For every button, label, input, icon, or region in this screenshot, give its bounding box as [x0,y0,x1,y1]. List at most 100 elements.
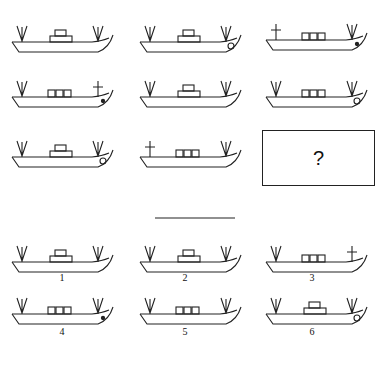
ship-cabin [192,150,199,157]
option-number: 5 [183,326,188,337]
ship-mast [17,298,27,314]
ship-cabin [302,255,309,262]
question-mark: ? [313,147,324,170]
ship-bridge [183,250,194,256]
ship-mast [271,246,281,262]
ship-cabin [318,255,325,262]
ship-mast [145,141,155,157]
ship-mast [271,81,281,97]
ship-figure [266,298,367,324]
ship-bridge [55,145,66,151]
ship-cabin [184,307,191,314]
ship-cabin [48,307,55,314]
ship-deck [266,258,363,262]
ship-cabin [50,256,72,262]
ship-figure [140,26,241,52]
ship-deck [140,38,237,42]
ship-mast [145,298,155,314]
ship-figure [140,246,241,272]
ship-bridge [55,30,66,36]
ship-bridge [55,250,66,256]
bow-dot [101,99,104,102]
ship-figure [12,298,113,324]
ship-figure [12,141,113,167]
ship-mast [221,81,231,97]
ship-cabin [310,90,317,97]
ship-cabin [64,307,71,314]
ship-cabin [178,256,200,262]
ship-bridge [183,85,194,91]
ship-mast [347,298,357,314]
ship-figure [266,81,367,107]
ship-figure [140,81,241,107]
ship-cabin [56,307,63,314]
ship-cabin [318,90,325,97]
ship-mast [17,81,27,97]
ship-cabin [176,307,183,314]
ship-figure [140,141,241,167]
ship-cabin [192,307,199,314]
ship-bridge [309,302,320,308]
option-number: 6 [310,326,315,337]
bow-circle [354,315,360,321]
ship-cabin [302,90,309,97]
ship-deck [140,93,237,97]
ship-deck [12,258,109,262]
answer-box: ? [262,130,375,186]
ship-cabin [48,90,55,97]
ship-mast [145,246,155,262]
ship-cabin [178,91,200,97]
ship-mast [145,81,155,97]
ship-deck [266,36,363,40]
ship-mast [145,26,155,42]
ship-mast [221,246,231,262]
ship-deck [12,310,109,314]
ship-deck [140,258,237,262]
bow-dot [101,316,104,319]
ship-cabin [56,90,63,97]
option-number: 1 [60,272,65,283]
bow-circle [228,43,234,49]
ship-mast [347,24,357,40]
ship-cabin [184,150,191,157]
ship-deck [12,153,109,157]
ship-deck [266,310,363,314]
ship-mast [93,246,103,262]
ship-figure [12,81,113,107]
ship-figure [12,26,113,52]
ship-mast [93,298,103,314]
ship-bridge [183,30,194,36]
ship-deck [12,38,109,42]
ship-cabin [310,33,317,40]
ship-mast [17,246,27,262]
ship-deck [140,310,237,314]
ship-mast [347,81,357,97]
ship-mast [93,141,103,157]
ship-cabin [64,90,71,97]
ship-figure [140,298,241,324]
ship-mast [221,141,231,157]
ship-cabin [178,36,200,42]
ship-mast [17,26,27,42]
ship-deck [266,93,363,97]
ship-cabin [176,150,183,157]
ship-figure [266,246,367,272]
ship-figure [12,246,113,272]
ship-figure [266,24,367,50]
ship-mast [271,298,281,314]
divider-line [155,217,235,218]
ship-mast [271,24,281,40]
option-number: 3 [310,272,315,283]
bow-circle [354,98,360,104]
ship-deck [140,153,237,157]
ship-mast [347,246,357,262]
ship-mast [221,26,231,42]
option-number: 2 [183,272,188,283]
ship-cabin [304,308,326,314]
ship-mast [221,298,231,314]
ship-cabin [302,33,309,40]
ship-cabin [318,33,325,40]
bow-dot [355,42,358,45]
ship-mast [93,81,103,97]
